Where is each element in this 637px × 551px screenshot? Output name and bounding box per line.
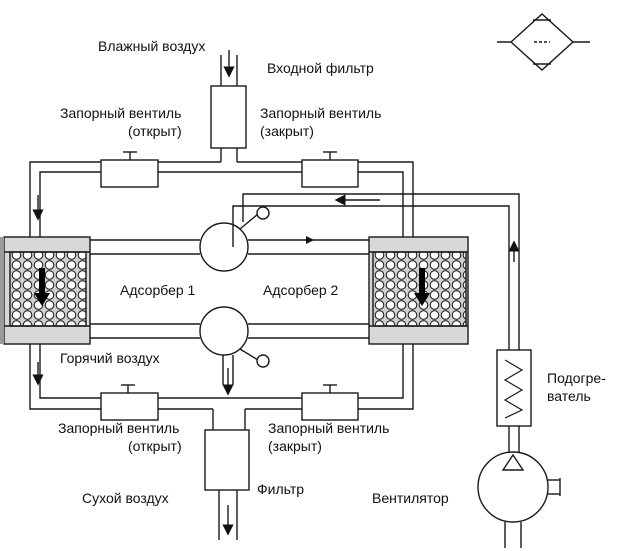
- dry-air-label: Сухой воздух: [82, 490, 169, 506]
- valve-top-right-label: Запорный вентиль: [260, 105, 382, 121]
- valve-bottom-left-state: (открыт): [128, 438, 182, 454]
- adsorber-2: [368, 236, 469, 345]
- heater-label-line1: Подогре-: [547, 370, 606, 386]
- three-way-valve-top: [199, 206, 270, 272]
- inlet-filter: [210, 85, 247, 149]
- outlet-filter-label: Фильтр: [257, 481, 305, 497]
- valve-top-right-state: (закрыт): [260, 123, 314, 139]
- outlet-filter: [204, 429, 250, 491]
- flow-arrow-adsorber-1: [34, 268, 50, 306]
- top-header-pipe: [29, 161, 414, 237]
- fan: [477, 451, 561, 548]
- filter-symbol-icon: [497, 13, 590, 71]
- valve-top-left-state: (открыт): [128, 123, 182, 139]
- heater: [496, 349, 532, 427]
- valve-top-right: [301, 151, 359, 188]
- valve-bottom-left-label: Запорный вентиль: [58, 420, 180, 436]
- fan-label: Вентилятор: [372, 490, 449, 506]
- adsorber-1-label: Адсорбер 1: [120, 282, 196, 298]
- inlet-filter-label: Входной фильтр: [267, 60, 374, 76]
- three-way-valve-bottom: [199, 306, 270, 385]
- valve-bottom-right-state: (закрыт): [268, 438, 322, 454]
- heater-label-line2: ватель: [547, 388, 591, 404]
- bottom-header-pipe: [29, 344, 414, 430]
- hot-air-label: Горячий воздух: [60, 350, 160, 366]
- valve-bottom-right: [301, 384, 359, 421]
- valve-bottom-right-label: Запорный вентиль: [268, 420, 390, 436]
- valve-top-left: [100, 151, 159, 188]
- adsorber-1: [3, 236, 91, 345]
- valve-top-left-label: Запорный вентиль: [60, 105, 182, 121]
- humid-air-label: Влажный воздух: [98, 38, 206, 54]
- flow-arrow-adsorber-2: [414, 268, 430, 306]
- adsorber-2-label: Адсорбер 2: [263, 282, 339, 298]
- inlet-pipe: [220, 50, 238, 86]
- valve-bottom-left: [100, 384, 159, 421]
